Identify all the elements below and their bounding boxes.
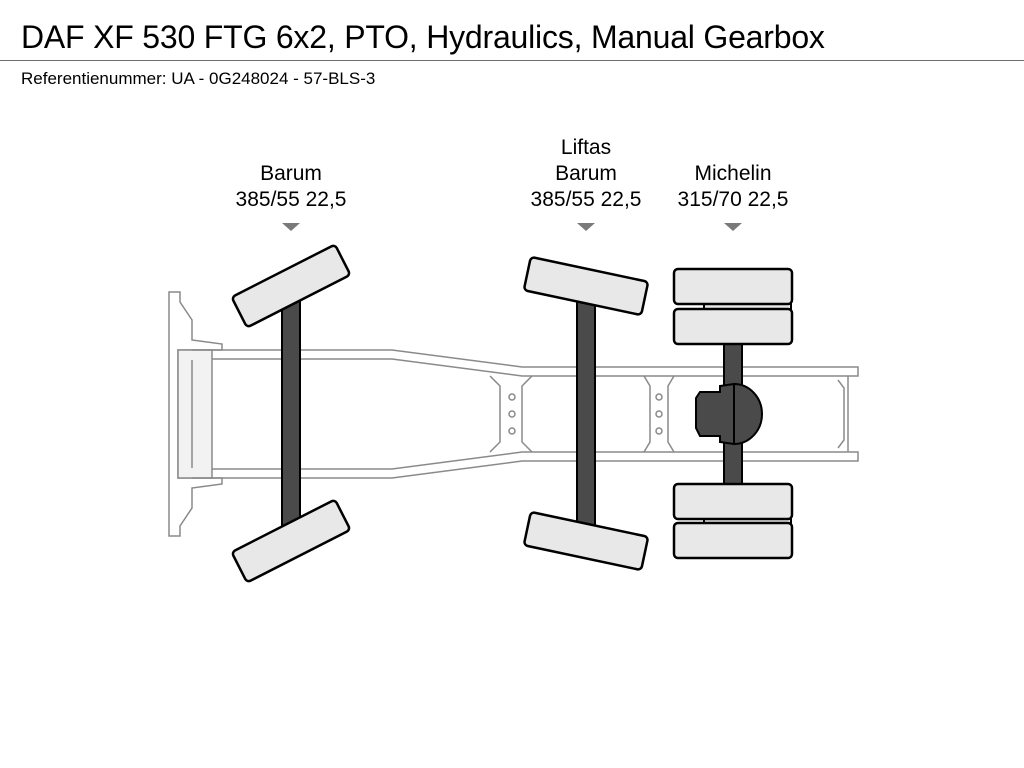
axle-2-size: 385/55 22,5 xyxy=(530,188,642,211)
lift-left-tire xyxy=(523,256,649,316)
lift-right-tire xyxy=(523,511,649,571)
drive-right-outer-tire xyxy=(672,521,794,560)
lift-axle xyxy=(523,256,649,571)
front-left-tire xyxy=(231,244,351,328)
axle-1-size: 385/55 22,5 xyxy=(235,188,347,211)
axle-2-brand: Barum xyxy=(555,162,617,185)
axle-3-brand: Michelin xyxy=(694,162,772,185)
chassis-frame xyxy=(192,349,859,479)
axle-2-marker xyxy=(577,223,595,231)
axle-1-brand: Barum xyxy=(260,162,322,185)
axle-2-tag: Liftas xyxy=(560,136,612,159)
drive-axle xyxy=(672,267,794,560)
axle-2-label: Liftas Barum 385/55 22,5 xyxy=(496,135,676,213)
front-right-tire xyxy=(231,499,351,583)
drive-left-outer-tire xyxy=(672,267,794,306)
axle-1-label: Barum 385/55 22,5 xyxy=(201,161,381,213)
page-title: DAF XF 530 FTG 6x2, PTO, Hydraulics, Man… xyxy=(21,19,825,55)
reference-number: Referentienummer: UA - 0G248024 - 57-BLS… xyxy=(21,69,376,88)
page-header: DAF XF 530 FTG 6x2, PTO, Hydraulics, Man… xyxy=(0,0,1024,61)
front-axle xyxy=(231,244,351,583)
front-bumper xyxy=(168,291,223,537)
axle-3-marker xyxy=(724,223,742,231)
axle-3-size: 315/70 22,5 xyxy=(677,188,789,211)
drive-left-inner-tire xyxy=(672,307,794,346)
axle-1-marker xyxy=(282,223,300,231)
drive-right-inner-tire xyxy=(672,482,794,521)
axle-3-label: Michelin 315/70 22,5 xyxy=(643,161,823,213)
